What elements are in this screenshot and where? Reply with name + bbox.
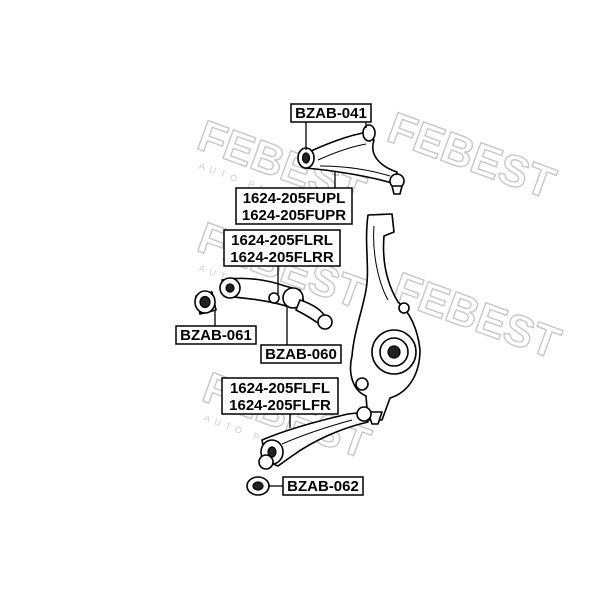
watermark-brand: FEBEST xyxy=(382,103,562,208)
label-bzab-061-text: BZAB-061 xyxy=(180,327,252,344)
label-lower-front-arm-left: 1624-205FLFL xyxy=(230,380,330,397)
label-bzab-060: BZAB-060 xyxy=(260,344,342,364)
watermark-top-right: FEBEST xyxy=(381,103,562,210)
label-upper-arm-right: 1624-205FUPR xyxy=(242,207,346,224)
label-bzab-062: BZAB-062 xyxy=(282,476,364,496)
bushing-bzab-062 xyxy=(246,476,270,496)
leader-lines xyxy=(214,121,367,487)
label-bzab-041: BZAB-041 xyxy=(290,103,372,123)
lower-rear-arm xyxy=(219,277,333,330)
label-bzab-060-text: BZAB-060 xyxy=(265,346,337,363)
bushing-bzab-061 xyxy=(194,290,217,315)
steering-knuckle xyxy=(349,213,421,425)
label-upper-arm-left: 1624-205FUPL xyxy=(243,190,346,207)
label-lower-front-arm-right: 1624-205FLFR xyxy=(229,397,331,414)
label-bzab-041-text: BZAB-041 xyxy=(295,105,367,122)
lower-front-arm xyxy=(258,406,372,470)
label-lower-front-arm: 1624-205FLFL 1624-205FLFR xyxy=(221,377,339,415)
label-bzab-062-text: BZAB-062 xyxy=(287,478,359,495)
label-lower-rear-arm-left: 1624-205FLRL xyxy=(231,232,333,249)
label-lower-rear-arm-right: 1624-205FLRR xyxy=(230,249,334,266)
label-lower-rear-arm: 1624-205FLRL 1624-205FLRR xyxy=(223,229,341,267)
label-bzab-061: BZAB-061 xyxy=(175,325,257,345)
label-upper-arm: 1624-205FUPL 1624-205FUPR xyxy=(235,187,353,225)
